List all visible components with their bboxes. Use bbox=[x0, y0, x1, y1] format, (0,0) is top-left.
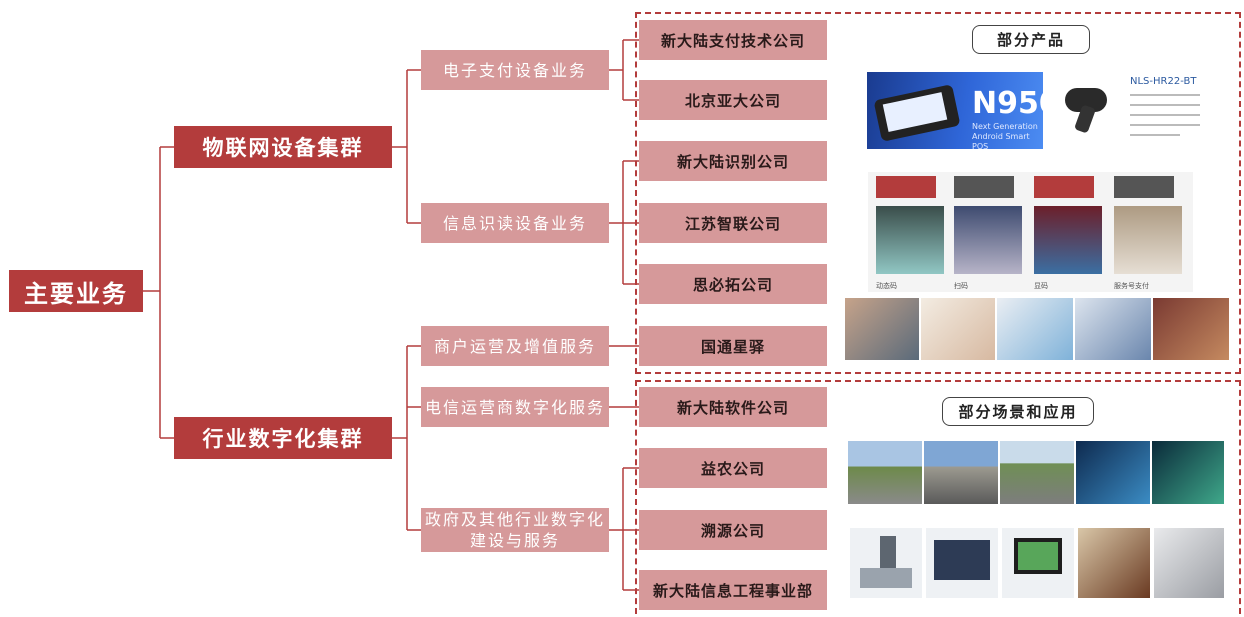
spec-line bbox=[1130, 134, 1180, 136]
payment-photo bbox=[876, 206, 944, 274]
payment-caption: 服务号支付 bbox=[1114, 282, 1149, 290]
scale-display-shape bbox=[880, 536, 896, 568]
company-beijing-yada: 北京亚大公司 bbox=[639, 80, 827, 120]
traffic-sign-photo bbox=[1000, 441, 1074, 504]
business-payment: 电子支付设备业务 bbox=[421, 50, 609, 90]
smart-transport-photo bbox=[1076, 441, 1150, 504]
scale-device-photo bbox=[850, 528, 922, 598]
pos-subtitle-line2: Android Smart POS bbox=[972, 132, 1030, 149]
payment-photo bbox=[954, 206, 1022, 274]
kiosk-screen-shape bbox=[1018, 542, 1058, 570]
payment-tag-icon bbox=[1034, 176, 1094, 198]
payment-tag-icon bbox=[954, 176, 1014, 198]
card-photo bbox=[997, 298, 1073, 360]
company-recognition: 新大陆识别公司 bbox=[639, 141, 827, 181]
business-government-line2: 建设与服务 bbox=[469, 531, 560, 550]
terminal-screen-shape bbox=[934, 540, 990, 580]
scenes-title: 部分场景和应用 bbox=[942, 397, 1094, 426]
company-software: 新大陆软件公司 bbox=[639, 387, 827, 427]
spec-line bbox=[1130, 114, 1200, 116]
traceability-phone-photo bbox=[1154, 528, 1224, 598]
payment-tag-icon bbox=[876, 176, 936, 198]
products-title: 部分产品 bbox=[972, 25, 1090, 54]
scanner-model-label: NLS-HR22-BT bbox=[1130, 76, 1197, 87]
business-government: 政府及其他行业数字化 建设与服务 bbox=[421, 508, 609, 552]
business-telecom: 电信运营商数字化服务 bbox=[421, 387, 609, 427]
payment-photo bbox=[1034, 206, 1102, 274]
terminal-device-photo bbox=[926, 528, 998, 598]
cluster-iot: 物联网设备集群 bbox=[174, 126, 392, 168]
highway-photo bbox=[848, 441, 922, 504]
payment-caption: 扫码 bbox=[954, 282, 968, 290]
payment-tag-icon bbox=[1114, 176, 1174, 198]
company-yinong: 益农公司 bbox=[639, 448, 827, 488]
business-reader: 信息识读设备业务 bbox=[421, 203, 609, 243]
company-payment-tech: 新大陆支付技术公司 bbox=[639, 20, 827, 60]
pos-subtitle-line1: Next Generation bbox=[972, 122, 1038, 131]
payment-caption: 动态码 bbox=[876, 282, 897, 290]
spec-line bbox=[1130, 94, 1200, 96]
spec-line bbox=[1130, 124, 1200, 126]
device-photo bbox=[1075, 298, 1151, 360]
road-photo bbox=[924, 441, 998, 504]
products-panel bbox=[635, 12, 1241, 374]
scale-base-shape bbox=[860, 568, 912, 588]
root-node: 主要业务 bbox=[9, 270, 143, 312]
retail-photo bbox=[845, 298, 919, 360]
food-products-photo bbox=[1078, 528, 1150, 598]
spec-line bbox=[1130, 104, 1200, 106]
pos-terminal-image: N950 Next Generation Android Smart POS bbox=[867, 72, 1043, 149]
company-traceability: 溯源公司 bbox=[639, 510, 827, 550]
pos-model-label: N950 bbox=[972, 86, 1043, 121]
scanner-image: NLS-HR22-BT bbox=[1050, 68, 1222, 150]
company-jiangsu-zhilian: 江苏智联公司 bbox=[639, 203, 827, 243]
kiosk-device-photo bbox=[1002, 528, 1074, 598]
business-government-line1: 政府及其他行业数字化 bbox=[424, 510, 605, 529]
scenes-panel bbox=[635, 380, 1241, 614]
restaurant-photo bbox=[1153, 298, 1229, 360]
company-guotong: 国通星驿 bbox=[639, 326, 827, 366]
cluster-digital: 行业数字化集群 bbox=[174, 417, 392, 459]
company-sibituo: 思必拓公司 bbox=[639, 264, 827, 304]
card-payment-photo bbox=[921, 298, 995, 360]
payment-caption: 显码 bbox=[1034, 282, 1048, 290]
payment-scenario-image: 动态码 扫码 显码 服务号支付 bbox=[868, 172, 1193, 292]
autonomous-car-photo bbox=[1152, 441, 1224, 504]
company-info-engineering: 新大陆信息工程事业部 bbox=[639, 570, 827, 610]
pos-subtitle: Next Generation Android Smart POS bbox=[972, 122, 1043, 149]
payment-photo bbox=[1114, 206, 1182, 274]
business-merchant: 商户运营及增值服务 bbox=[421, 326, 609, 366]
